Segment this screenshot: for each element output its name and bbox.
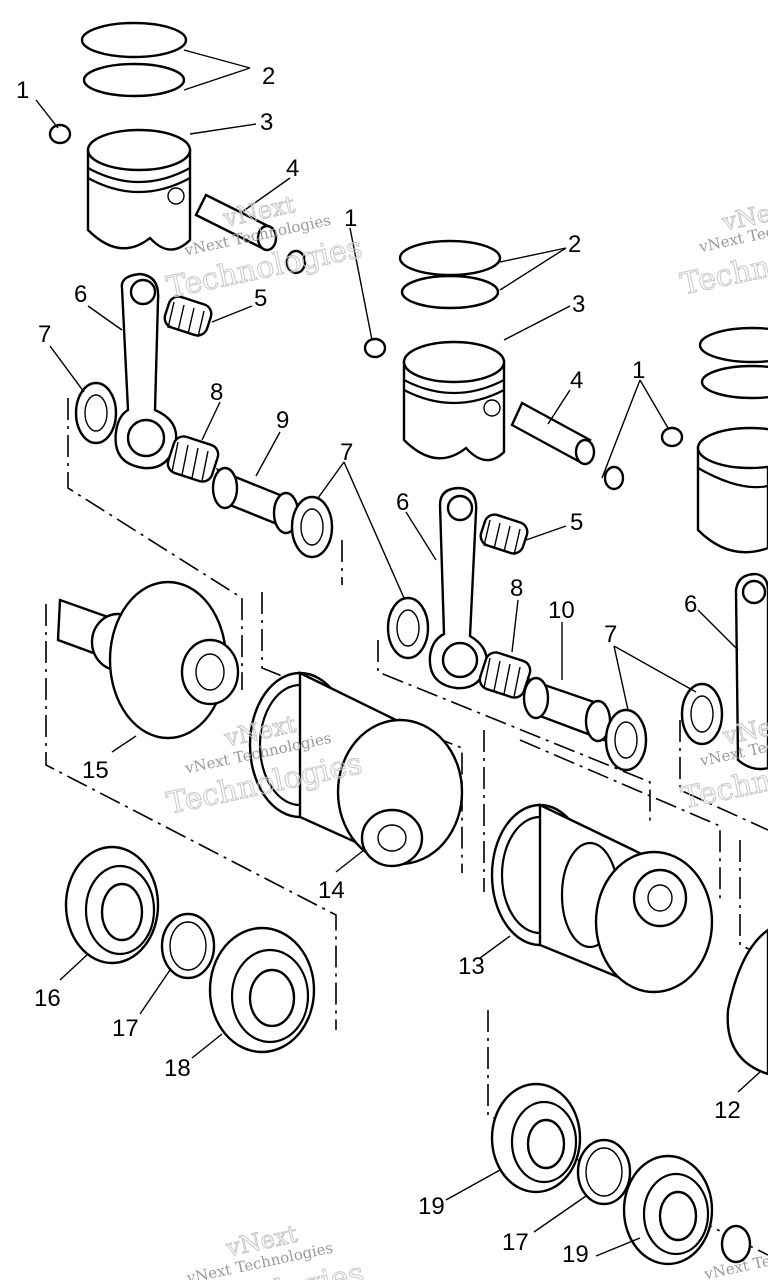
circlip-1b [285,249,307,275]
crankshaft-end-12 [726,928,768,1076]
part-label: 6 [684,591,697,618]
wrist-pin-2 [510,401,596,466]
part-label: 16 [34,985,61,1012]
circlip-2a [363,337,387,359]
crank-seal-2a [386,596,430,660]
part-label: 14 [318,877,345,904]
connecting-rod-3 [734,572,768,771]
piston-ring-set-2 [398,239,502,310]
part-label: 6 [396,489,409,516]
crank-seal-2b [604,708,648,772]
part-label: 5 [254,285,267,312]
part-label: 17 [502,1229,529,1256]
crank-seal-1a [74,381,118,445]
part-label: 10 [548,597,575,624]
main-bearing-19b [622,1154,714,1266]
crank-seal-1b [290,495,334,559]
watermark: vNext vNext Technologies Technologies [678,708,768,817]
part-label: 13 [458,953,485,980]
circlip-3 [660,426,684,448]
part-label: 2 [262,63,275,90]
part-label: 3 [572,291,585,318]
part-label: 17 [112,1015,139,1042]
part-label: 9 [276,407,289,434]
watermark: vNext vNext Technologies Technologies [165,1219,367,1280]
piston-ring-set-1 [80,21,188,98]
part-label: 12 [714,1097,741,1124]
part-label: 15 [82,757,109,784]
part-label: 7 [340,439,353,466]
crankshaft-center-13 [490,803,714,994]
circlip-1a [48,123,72,145]
piston-ring-set-3 [698,326,768,400]
seal-small [720,1224,752,1264]
needle-bearing-2a [479,513,529,556]
crankshaft-end-15 [56,580,240,740]
needle-bearing-1b [166,435,220,483]
piston-1 [86,128,192,251]
part-label: 8 [210,379,223,406]
part-label: 19 [418,1193,445,1220]
crankpin-2 [522,676,612,743]
part-label: 7 [604,621,617,648]
part-label: 18 [164,1055,191,1082]
part-label: 8 [510,575,523,602]
needle-bearing-2b [478,651,532,699]
circlip-2b [603,465,625,491]
part-label: 6 [74,281,87,308]
part-label: 3 [260,109,273,136]
part-label: 19 [562,1241,589,1268]
connecting-rod-1 [114,272,178,470]
part-label: 5 [570,509,583,536]
piston-2 [402,340,506,462]
piston-3 [696,426,768,554]
shim-17a [160,912,216,980]
connecting-rod-2 [428,486,488,690]
main-bearing-19a [490,1082,582,1194]
part-label: 1 [632,357,645,384]
part-label: 1 [344,205,357,232]
main-bearing-16 [64,845,160,965]
crank-seal-3 [680,682,724,746]
leader-lines [35,49,761,1257]
wrist-pin-1 [194,193,278,252]
part-label: 2 [568,231,581,258]
needle-bearing-1a [163,295,213,338]
part-numbers: 1 2 3 4 1 2 3 6 5 7 8 9 4 1 7 6 5 8 10 7… [16,63,741,1268]
part-label: 4 [570,367,583,394]
crankpin-1 [211,466,300,535]
part-label: 1 [16,77,29,104]
crankshaft-center-14 [248,671,464,868]
shim-17b [576,1138,632,1206]
watermark: vNext vNext Technologies Technologies [677,194,768,303]
main-bearing-18 [208,926,316,1054]
part-label: 4 [286,155,299,182]
part-label: 7 [38,321,51,348]
